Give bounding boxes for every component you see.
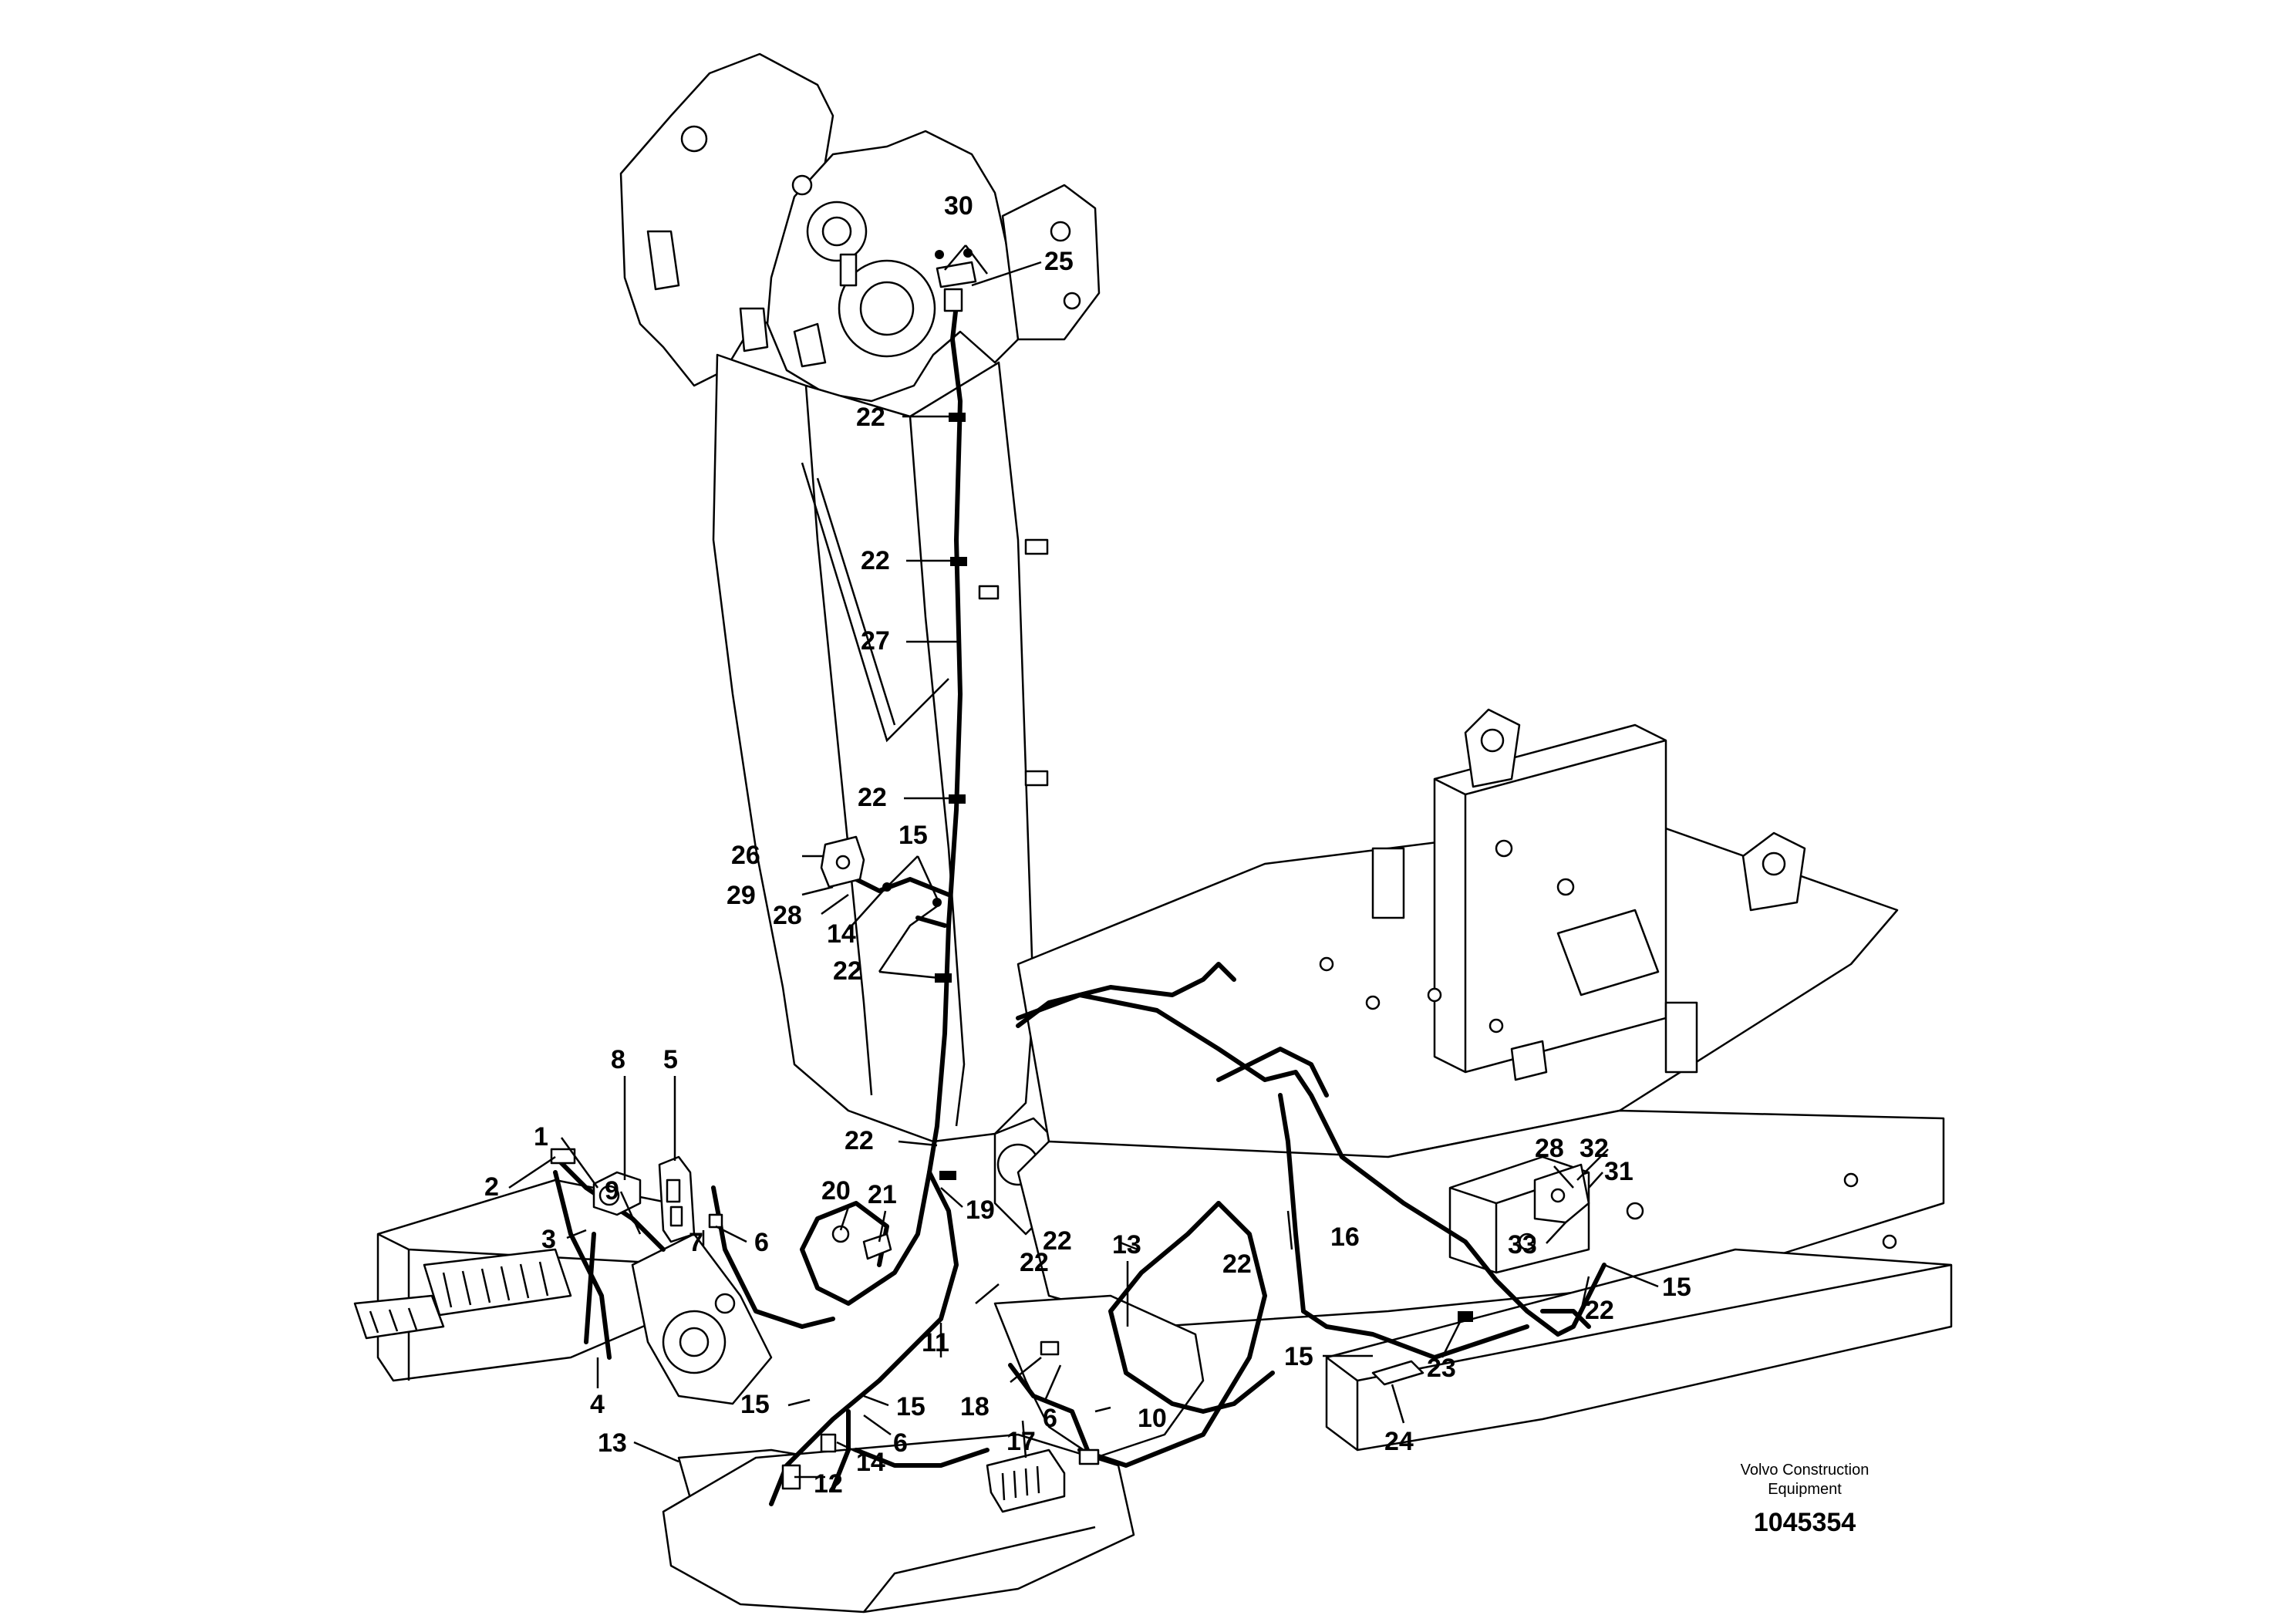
callout-13: 13 bbox=[598, 1428, 627, 1458]
callout-32: 32 bbox=[1580, 1134, 1609, 1163]
components bbox=[550, 248, 1590, 1513]
callout-10: 10 bbox=[1138, 1404, 1167, 1433]
callout-18: 18 bbox=[960, 1392, 990, 1421]
wiring-harness bbox=[553, 302, 1607, 1506]
callout-28: 28 bbox=[773, 901, 802, 930]
callout-12: 12 bbox=[814, 1469, 843, 1499]
boom-structure bbox=[619, 52, 1101, 1236]
callout-15: 15 bbox=[1284, 1342, 1313, 1371]
callout-22: 22 bbox=[861, 546, 890, 575]
callout-1: 1 bbox=[534, 1122, 548, 1152]
callout-22: 22 bbox=[833, 956, 862, 986]
callout-22: 22 bbox=[1222, 1249, 1252, 1279]
callout-6: 6 bbox=[893, 1428, 908, 1458]
callout-22: 22 bbox=[858, 783, 887, 812]
callout-33: 33 bbox=[1508, 1230, 1537, 1259]
callout-15: 15 bbox=[1662, 1273, 1691, 1302]
callout-26: 26 bbox=[731, 841, 760, 870]
callout-25: 25 bbox=[1044, 247, 1074, 276]
callout-2: 2 bbox=[484, 1172, 499, 1202]
callout-11: 11 bbox=[922, 1328, 949, 1357]
callout-17: 17 bbox=[1006, 1427, 1036, 1456]
callout-3: 3 bbox=[541, 1225, 556, 1254]
callout-8: 8 bbox=[611, 1045, 625, 1074]
callout-30: 30 bbox=[944, 191, 973, 221]
callout-6: 6 bbox=[1043, 1404, 1057, 1433]
callout-14: 14 bbox=[827, 919, 856, 949]
callout-22: 22 bbox=[1585, 1296, 1614, 1325]
callout-19: 19 bbox=[966, 1195, 995, 1225]
callout-16: 16 bbox=[1330, 1222, 1360, 1252]
callout-14: 14 bbox=[856, 1448, 885, 1477]
callout-20: 20 bbox=[821, 1176, 851, 1206]
callout-31: 31 bbox=[1604, 1157, 1633, 1186]
callout-15: 15 bbox=[899, 821, 928, 850]
callout-4: 4 bbox=[590, 1390, 605, 1419]
callout-labels: 30 25 22 22 27 22 15 26 29 28 14 22 8 5 … bbox=[484, 191, 1691, 1499]
callout-29: 29 bbox=[727, 881, 756, 910]
callout-22: 22 bbox=[1020, 1248, 1049, 1277]
callout-9: 9 bbox=[605, 1176, 619, 1206]
callout-22: 22 bbox=[845, 1126, 874, 1155]
callout-22: 22 bbox=[1043, 1226, 1072, 1256]
stamp-company-line2: Equipment bbox=[1768, 1481, 1842, 1498]
leader-lines bbox=[508, 244, 1659, 1479]
callout-21: 21 bbox=[868, 1180, 897, 1209]
callout-28: 28 bbox=[1535, 1134, 1564, 1163]
drawing-number: 1045354 bbox=[1754, 1508, 1856, 1537]
callout-7: 7 bbox=[689, 1228, 703, 1257]
left-platform-structure bbox=[353, 1179, 773, 1405]
callout-13: 13 bbox=[1112, 1230, 1141, 1259]
callout-6: 6 bbox=[754, 1228, 769, 1257]
callout-22: 22 bbox=[856, 403, 885, 432]
callout-23: 23 bbox=[1427, 1354, 1456, 1383]
callout-15: 15 bbox=[740, 1390, 770, 1419]
drawing-stamp: Volvo Construction Equipment 1045354 bbox=[1741, 1462, 1870, 1537]
callout-5: 5 bbox=[663, 1045, 678, 1074]
stamp-company: Volvo Construction bbox=[1741, 1462, 1870, 1479]
callout-24: 24 bbox=[1384, 1427, 1414, 1456]
callout-27: 27 bbox=[861, 626, 890, 656]
callout-15: 15 bbox=[896, 1392, 925, 1421]
upper-frame-structure bbox=[1017, 708, 1899, 1174]
